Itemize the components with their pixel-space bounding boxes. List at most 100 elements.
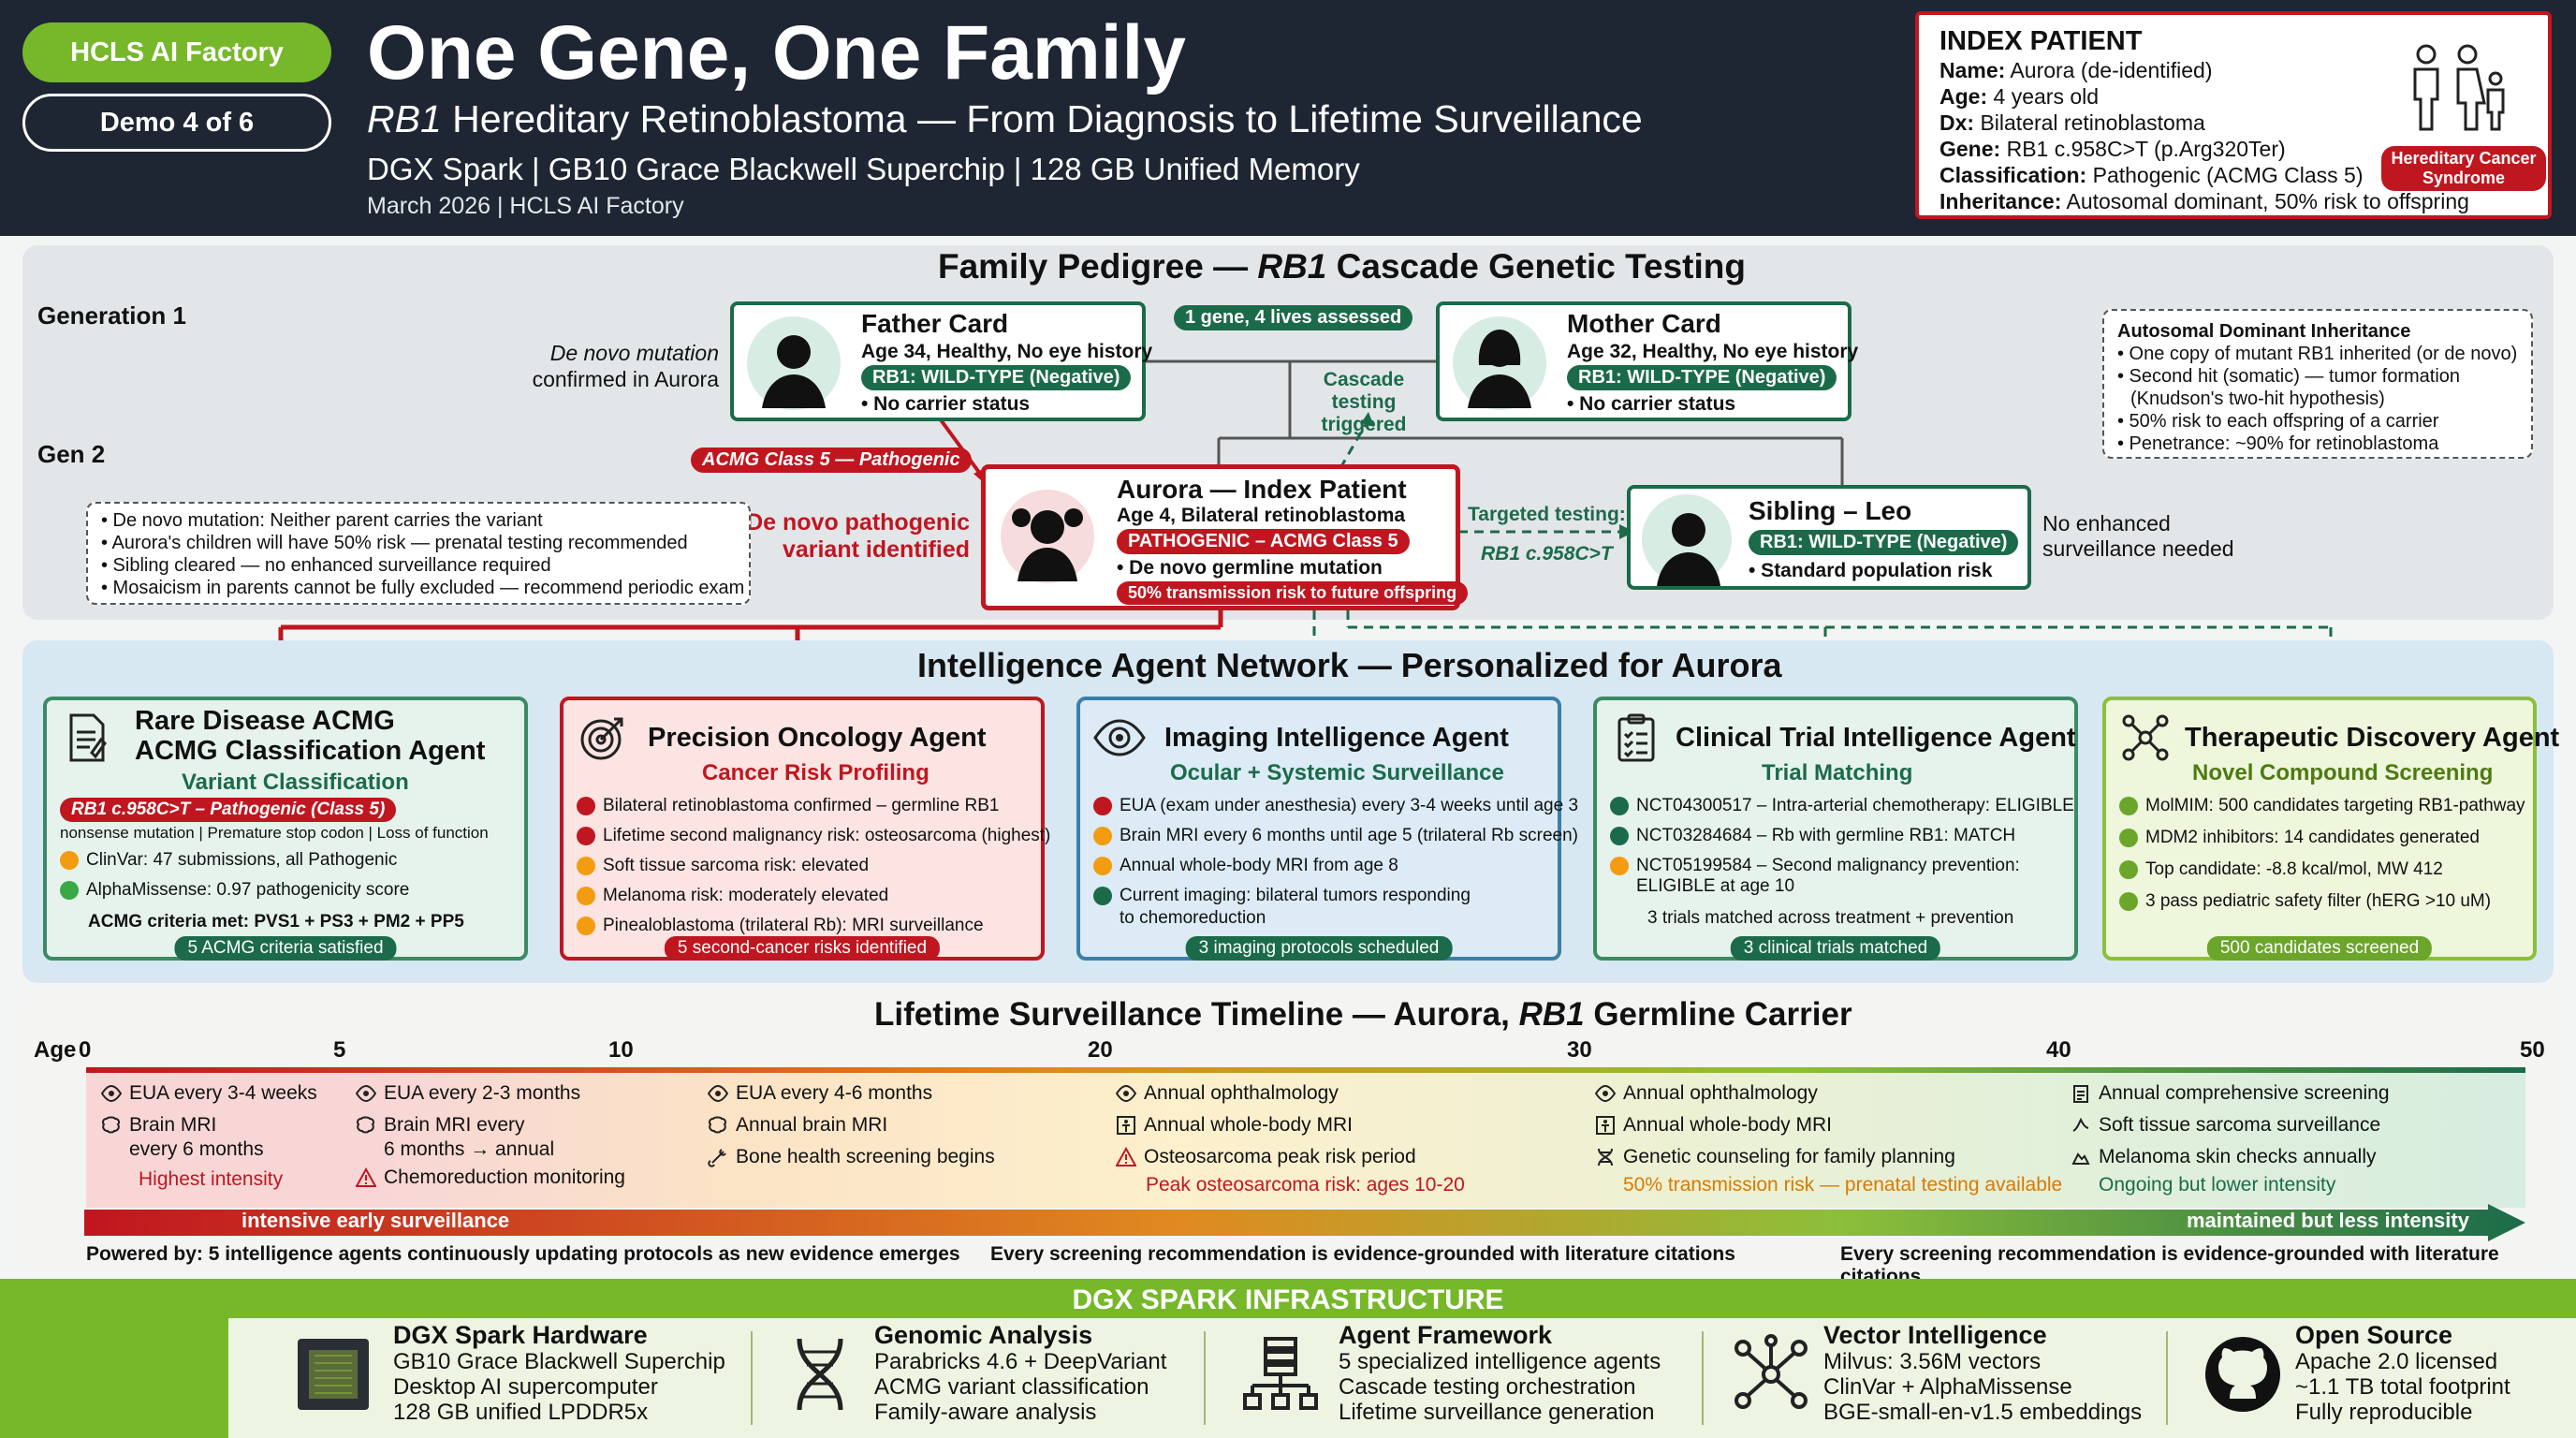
timeline-intensity-arrow: [84, 1204, 2525, 1241]
sibling-status: • Standard population risk: [1749, 560, 1993, 581]
agent-item: Current imaging: bilateral tumors respon…: [1093, 886, 1471, 906]
github-icon: [2205, 1337, 2280, 1412]
timeline-footnote-1: Powered by: 5 intelligence agents contin…: [86, 1243, 960, 1265]
timeline-entry: Genetic counseling for family planning: [1595, 1146, 1955, 1168]
dna-icon: [797, 1338, 843, 1411]
agent-title: Clinical Trial Intelligence Agent: [1676, 723, 2076, 753]
father-status: • No carrier status: [861, 393, 1031, 415]
note-item: • Sibling cleared — no enhanced surveill…: [101, 555, 551, 576]
timeline-entry: every 6 months: [129, 1138, 264, 1160]
infrastructure-title: DGX SPARK INFRASTRUCTURE: [1072, 1284, 1504, 1315]
agent-criteria: ACMG criteria met: PVS1 + PS3 + PM2 + PP…: [88, 912, 464, 932]
agent-section-title: Intelligence Agent Network — Personalize…: [917, 646, 1782, 684]
agent-clinical-trial[interactable]: Clinical Trial Intelligence Agent Trial …: [1593, 697, 2078, 961]
denovo-note-2: confirmed in Aurora: [532, 367, 719, 391]
timeline-highlight: 50% transmission risk — prenatal testing…: [1623, 1174, 2063, 1196]
timeline-entry: Annual whole-body MRI: [1595, 1114, 1832, 1137]
agent-subtitle: Variant Classification: [182, 770, 409, 795]
agent-item: to chemoreduction: [1120, 908, 1266, 928]
index-patient-card: INDEX PATIENT Name: Aurora (de-identifie…: [1915, 11, 2552, 219]
denovo-note: De novo mutation: [549, 341, 719, 365]
timeline-highlight: Peak osteosarcoma risk: ages 10-20: [1146, 1174, 1465, 1196]
skin-icon: [2071, 1152, 2090, 1165]
agent-subtitle: Ocular + Systemic Surveillance: [1170, 760, 1504, 785]
gpu-chip-icon: [298, 1339, 369, 1410]
eye-icon: [708, 1084, 728, 1103]
sibling-name: Sibling – Leo: [1749, 496, 1912, 525]
muscle-icon: [2072, 1117, 2089, 1132]
generation-1-label: Generation 1: [37, 301, 186, 330]
timeline-entry: EUA every 4-6 months: [708, 1082, 932, 1105]
mother-name: Mother Card: [1567, 309, 1721, 338]
index-patient-title: INDEX PATIENT: [1939, 26, 2143, 56]
agent-item: NCT05199584 – Second malignancy preventi…: [1610, 856, 2020, 876]
age-tick: 40: [2046, 1037, 2071, 1063]
agent-footer: 3 clinical trials matched: [1730, 936, 1941, 961]
agent-imaging[interactable]: Imaging Intelligence Agent Ocular + Syst…: [1076, 697, 1578, 961]
agent-oncology[interactable]: Precision Oncology Agent Cancer Risk Pro…: [560, 697, 1050, 961]
timeline-entry: Brain MRI every: [356, 1114, 525, 1137]
agent-title: Precision Oncology Agent: [648, 723, 987, 753]
timeline-entry: EUA every 3-4 weeks: [101, 1082, 317, 1105]
hereditary-badge: Hereditary Cancer Syndrome: [2381, 146, 2546, 191]
agent-therapeutic[interactable]: Therapeutic Discovery Agent Novel Compou…: [2102, 697, 2559, 961]
mother-line: Age 32, Healthy, No eye history: [1567, 341, 1859, 362]
aurora-badge: PATHOGENIC – ACMG Class 5: [1117, 529, 1410, 554]
brain-icon: [102, 1116, 120, 1134]
father-name: Father Card: [861, 309, 1009, 338]
timeline-entry: Annual comprehensive screening: [2071, 1082, 2390, 1105]
ip-row-class: Classification: Pathogenic (ACMG Class 5…: [1939, 163, 2364, 187]
father-avatar: [747, 316, 841, 410]
timeline-entry: 6 months → annual: [384, 1138, 555, 1160]
hcls-badge[interactable]: HCLS AI Factory: [22, 22, 331, 82]
timeline-col-40-50: Annual comprehensive screening Soft tiss…: [2057, 1075, 2525, 1206]
eye-icon: [1116, 1084, 1136, 1103]
page-title: One Gene, One Family: [367, 10, 1186, 95]
targeted-variant: RB1 c.958C>T: [1481, 543, 1613, 565]
timeline-top-rule: [86, 1067, 2525, 1073]
demo-badge[interactable]: Demo 4 of 6: [22, 94, 331, 152]
inheritance-title: Autosomal Dominant Inheritance: [2117, 321, 2411, 342]
ip-row-inheritance: Inheritance: Autosomal dominant, 50% ris…: [1939, 189, 2469, 213]
age-axis-label: Age: [34, 1037, 77, 1063]
agent-variant-badge: RB1 c.958C>T – Pathogenic (Class 5): [60, 798, 397, 822]
ip-row-age: Age: 4 years old: [1939, 84, 2100, 109]
agent-item: Annual whole-body MRI from age 8: [1093, 856, 1398, 876]
agent-item: NCT04300517 – Intra-arterial chemotherap…: [1610, 796, 2074, 816]
body-scan-icon: [1596, 1116, 1615, 1135]
agent-subtitle: Novel Compound Screening: [2192, 760, 2494, 785]
timeline-entry: Annual whole-body MRI: [1116, 1114, 1353, 1137]
page-subtitle: RB1 Hereditary Retinoblastoma — From Dia…: [367, 97, 1643, 141]
bone-icon: [708, 1149, 726, 1167]
aurora-card[interactable]: Aurora — Index Patient Age 4, Bilateral …: [981, 464, 1469, 610]
agent-acmg[interactable]: Rare Disease ACMG ACMG Classification Ag…: [43, 697, 528, 961]
timeline-entry: Annual ophthalmology: [1116, 1082, 1339, 1105]
sibling-card[interactable]: Sibling – Leo RB1: WILD-TYPE (Negative) …: [1627, 485, 2031, 590]
brain-icon: [709, 1116, 726, 1134]
note-item: • Aurora's children will have 50% risk —…: [101, 533, 688, 553]
aurora-status: • De novo germline mutation: [1117, 557, 1383, 579]
inheritance-item: • Penetrance: ~90% for retinoblastoma: [2117, 433, 2439, 454]
age-tick: 5: [333, 1037, 346, 1063]
divider: [1204, 1331, 1206, 1425]
mother-card[interactable]: Mother Card Age 32, Healthy, No eye hist…: [1436, 301, 1858, 421]
aurora-avatar: [1001, 490, 1094, 583]
agent-item: EUA (exam under anesthesia) every 3-4 we…: [1093, 796, 1578, 816]
body-scan-icon: [1117, 1116, 1135, 1135]
timeline-title: Lifetime Surveillance Timeline — Aurora,…: [874, 996, 1852, 1033]
father-card[interactable]: Father Card Age 34, Healthy, No eye hist…: [730, 301, 1152, 421]
timeline-entry: Melanoma skin checks annually: [2071, 1146, 2376, 1168]
agent-title: Rare Disease ACMG: [135, 706, 395, 736]
clipboard-icon: [2073, 1085, 2088, 1103]
dna-icon: [1598, 1148, 1613, 1167]
agent-criteria: 3 trials matched across treatment + prev…: [1647, 908, 2014, 928]
ip-row-dx: Dx: Bilateral retinoblastoma: [1939, 110, 2205, 135]
document-icon: [69, 713, 107, 762]
timeline-col-10-20: EUA every 4-6 months Annual brain MRI Bo…: [695, 1075, 1088, 1206]
warning-icon: [356, 1167, 376, 1187]
age-tick: 50: [2520, 1037, 2545, 1063]
agent-item: Pinealoblastoma (trilateral Rb): MRI sur…: [577, 916, 984, 936]
